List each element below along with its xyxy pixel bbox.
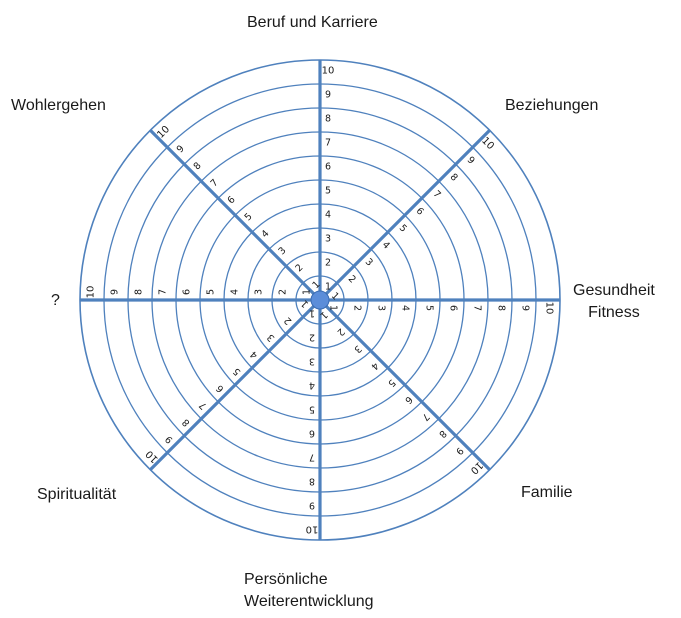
tick-career-6: 6 [325,162,331,173]
tick-relations-2: 2 [346,273,358,285]
tick-unknown-4: 4 [230,289,241,295]
tick-family-8: 8 [436,428,448,440]
tick-family-7: 7 [419,411,431,423]
tick-health-2: 2 [352,305,363,311]
tick-unknown-10: 10 [86,286,97,299]
tick-unknown-6: 6 [182,289,193,295]
label-unknown: ? [51,292,60,309]
tick-career-9: 9 [325,90,331,101]
tick-growth-1: 1 [309,308,315,319]
spoke-family [318,298,491,471]
tick-spirit-5: 5 [231,365,243,377]
tick-relations-3: 3 [363,256,375,268]
tick-growth-2: 2 [309,332,315,343]
tick-relations-6: 6 [414,206,426,218]
tick-spirit-7: 7 [197,399,209,411]
tick-health-7: 7 [472,305,483,311]
label-career: Beruf und Karriere [247,14,378,31]
tick-wellbeing-5: 5 [243,211,255,223]
tick-family-9: 9 [453,445,465,457]
tick-growth-3: 3 [309,356,315,367]
label-wellbeing: Wohlergehen [11,97,106,114]
spoke-wellbeing [149,129,322,302]
tick-growth-10: 10 [306,524,319,535]
spokes [80,60,560,540]
tick-unknown-5: 5 [206,289,217,295]
tick-growth-6: 6 [309,428,315,439]
label-family: Familie [521,484,573,501]
tick-spirit-2: 2 [282,314,294,326]
tick-spirit-4: 4 [248,348,260,360]
tick-health-10: 10 [544,302,555,315]
tick-career-2: 2 [325,258,331,269]
tick-career-8: 8 [325,114,331,125]
tick-unknown-1: 1 [302,289,313,295]
label-growth: Persönliche Weiterentwicklung [244,571,374,610]
tick-wellbeing-9: 9 [175,143,187,155]
tick-unknown-3: 3 [254,289,265,295]
spoke-relations [318,129,491,302]
tick-health-4: 4 [400,305,411,311]
tick-growth-5: 5 [309,404,315,415]
tick-growth-8: 8 [309,476,315,487]
tick-unknown-8: 8 [134,289,145,295]
tick-family-5: 5 [385,377,397,389]
tick-unknown-9: 9 [110,289,121,295]
tick-career-1: 1 [325,282,331,293]
tick-wellbeing-7: 7 [209,177,221,189]
tick-growth-7: 7 [309,452,315,463]
tick-family-4: 4 [368,360,380,372]
tick-wellbeing-8: 8 [192,160,204,172]
tick-family-3: 3 [351,343,363,355]
tick-career-7: 7 [325,138,331,149]
tick-unknown-7: 7 [158,289,169,295]
tick-spirit-3: 3 [265,331,277,343]
tick-career-5: 5 [325,186,331,197]
tick-spirit-9: 9 [163,433,175,445]
tick-relations-9: 9 [465,155,477,167]
center-hub [310,290,330,310]
tick-relations-8: 8 [448,172,460,184]
tick-career-10: 10 [322,66,335,77]
tick-growth-9: 9 [309,500,315,511]
label-health: Gesundheit Fitness [573,282,655,321]
tick-relations-4: 4 [380,240,392,252]
tick-family-2: 2 [334,326,346,338]
tick-relations-5: 5 [397,223,409,235]
tick-career-4: 4 [325,210,331,221]
label-spirit: Spiritualität [37,486,117,503]
tick-relations-7: 7 [431,189,443,201]
tick-family-6: 6 [402,394,414,406]
tick-health-9: 9 [520,305,531,311]
tick-wellbeing-4: 4 [260,228,272,240]
tick-growth-4: 4 [309,380,315,391]
tick-health-3: 3 [376,305,387,311]
label-relations: Beziehungen [505,97,599,114]
tick-spirit-6: 6 [214,382,226,394]
tick-wellbeing-6: 6 [226,194,238,206]
tick-health-6: 6 [448,305,459,311]
tick-health-5: 5 [424,305,435,311]
spoke-spirit [149,298,322,471]
tick-wellbeing-2: 2 [293,262,305,274]
tick-unknown-2: 2 [278,289,289,295]
tick-health-8: 8 [496,305,507,311]
tick-wellbeing-3: 3 [276,245,288,257]
tick-spirit-8: 8 [180,416,192,428]
tick-career-3: 3 [325,234,331,245]
tick-health-1: 1 [328,305,339,311]
